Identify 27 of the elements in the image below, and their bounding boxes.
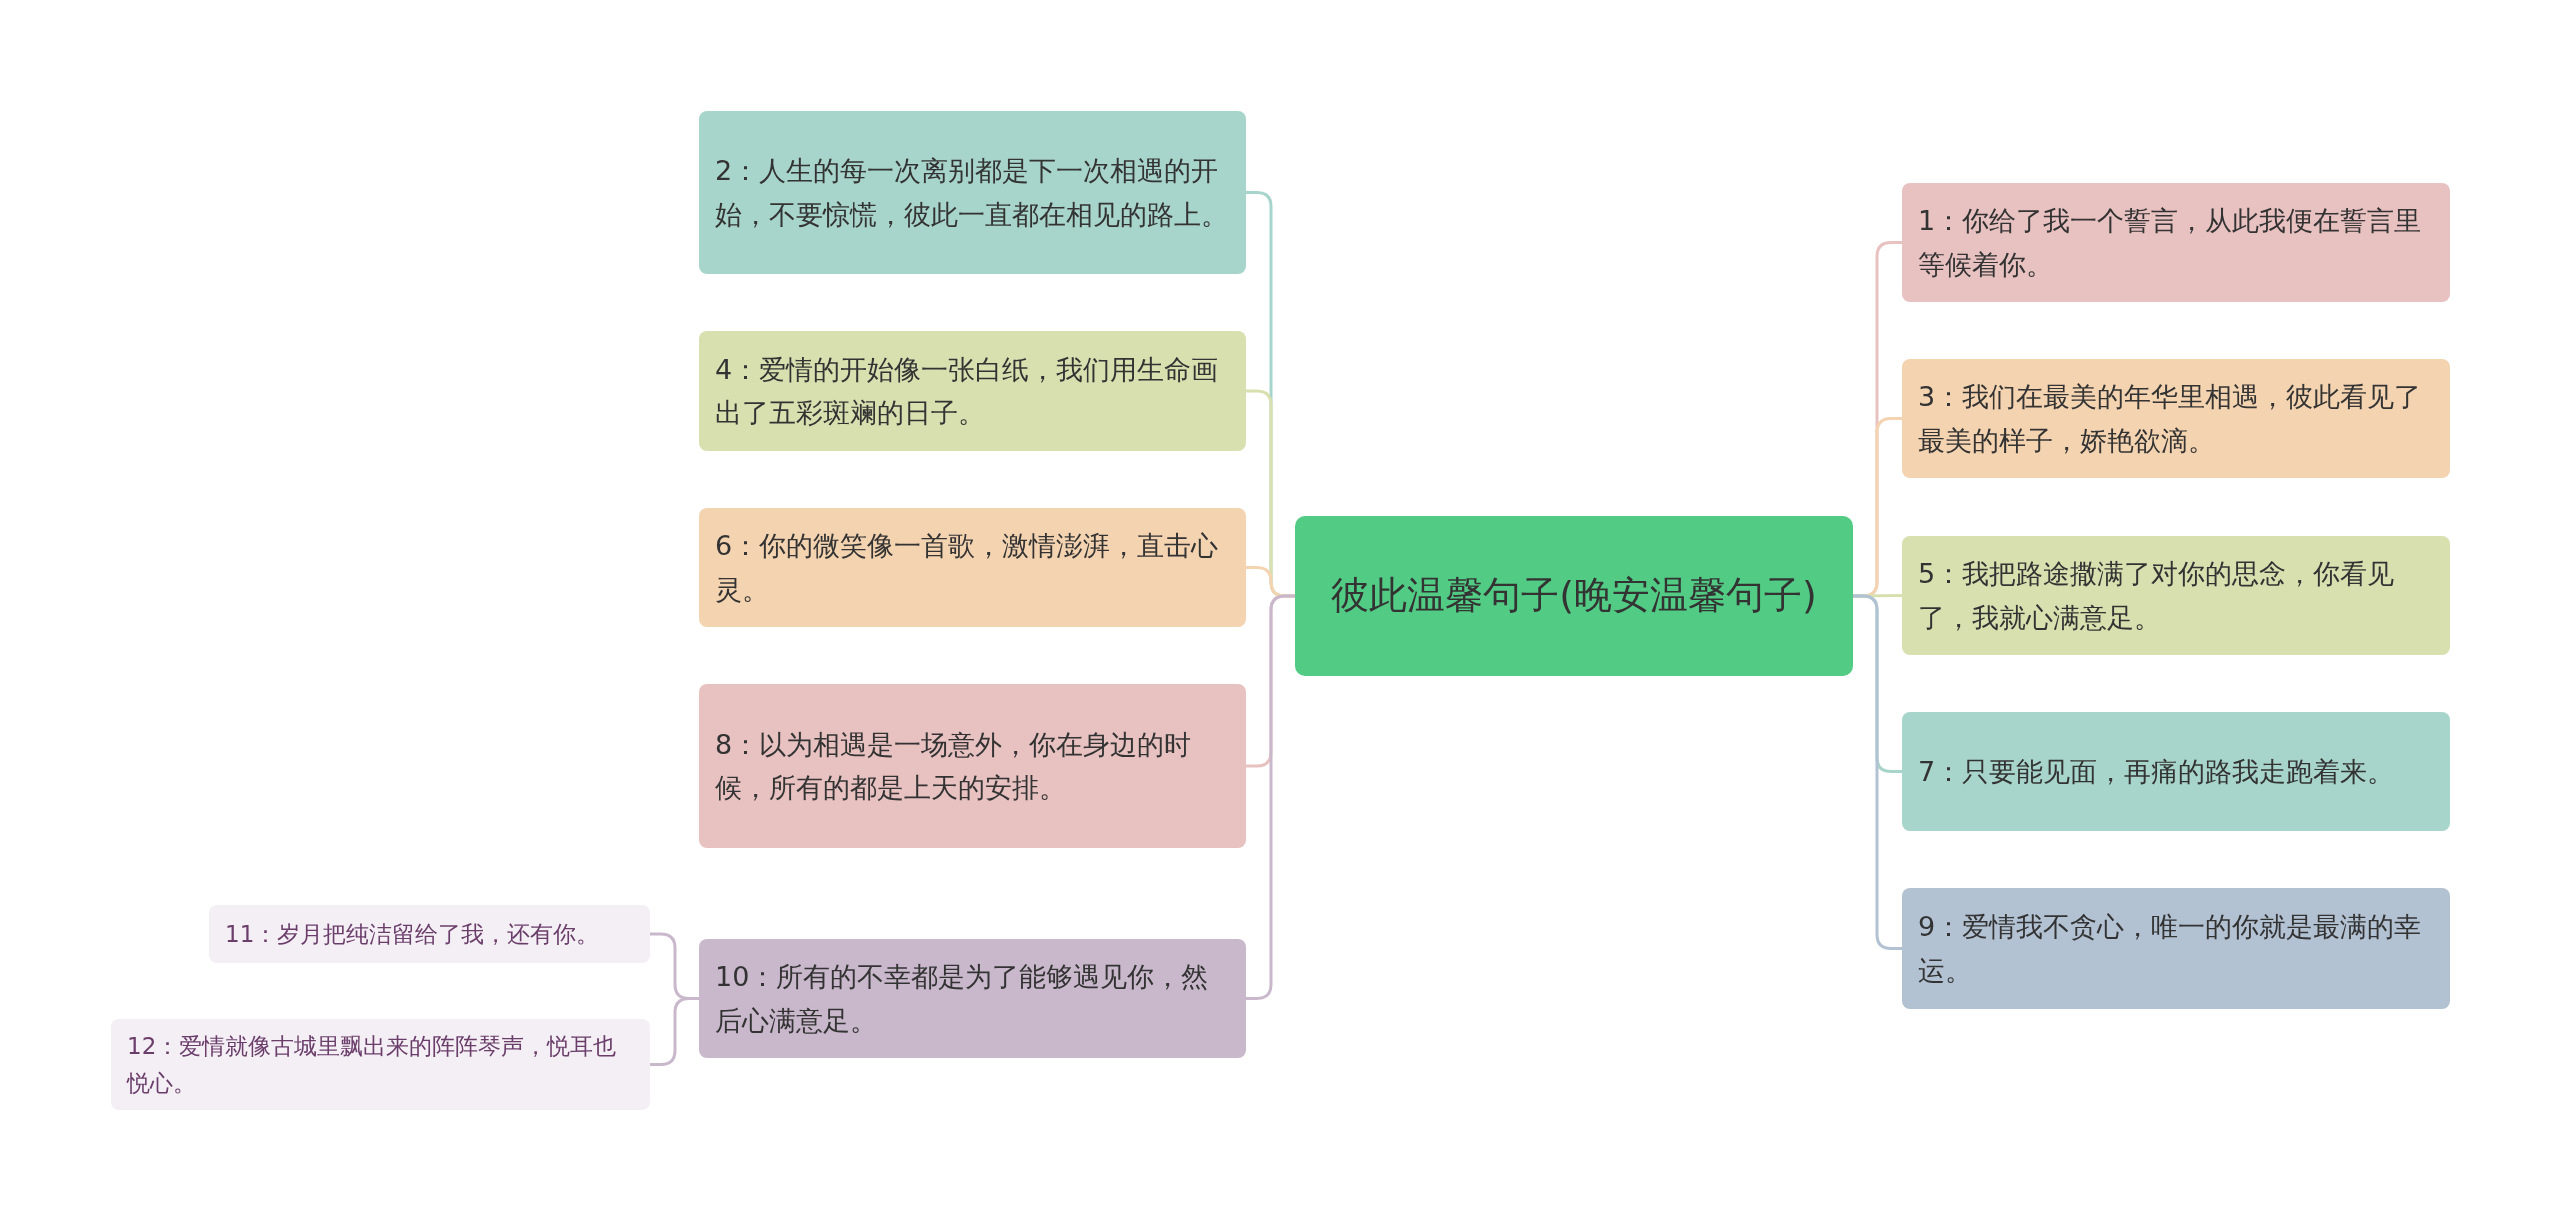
topic-text: 12：爱情就像古城里飘出来的阵阵琴声，悦耳也悦心。 [127, 1031, 618, 1098]
topic-text: 彼此温馨句子(晚安温馨句子) [1331, 572, 1817, 620]
topic-box [1902, 536, 2450, 655]
topic-box [699, 331, 1246, 451]
topic-box [699, 111, 1246, 274]
topic-box [1902, 359, 2450, 478]
topic-text: 4：爱情的开始像一张白纸，我们用生命画出了五彩斑斓的日子。 [715, 352, 1220, 430]
topic-box [1902, 183, 2450, 302]
topic-box [1902, 712, 2450, 831]
topic-box [699, 684, 1246, 848]
topic-text: 8：以为相遇是一场意外，你在身边的时候，所有的都是上天的安排。 [715, 727, 1193, 805]
connector-line [1853, 594, 1902, 950]
topic-text: 10：所有的不幸都是为了能够遇见你，然后心满意足。 [715, 960, 1210, 1038]
topic-text: 11：岁月把纯洁留给了我，还有你。 [225, 919, 600, 949]
topic-text: 7：只要能见面，再痛的路我走跑着来。 [1918, 754, 2395, 789]
topic-text: 2：人生的每一次离别都是下一次相遇的开始，不要惊慌，彼此一直都在相见的路上。 [715, 154, 1229, 232]
topic-text: 5：我把路途撒满了对你的思念，你看见了，我就心满意足。 [1918, 557, 2396, 635]
subtopic-box [111, 1019, 650, 1110]
topic-box [699, 939, 1246, 1058]
topic-box [699, 508, 1246, 627]
subtopic-box [209, 905, 650, 963]
central-topic [1295, 516, 1853, 676]
topic-box [1902, 888, 2450, 1009]
topic-text: 6：你的微笑像一首歌，激情澎湃，直击心灵。 [715, 529, 1220, 607]
topic-text: 3：我们在最美的年华里相遇，彼此看见了最美的样子，娇艳欲滴。 [1918, 380, 2423, 458]
topic-text: 1：你给了我一个誓言，从此我便在誓言里等候着你。 [1918, 204, 2423, 282]
topic-text: 9：爱情我不贪心，唯一的你就是最满的幸运。 [1918, 910, 2423, 988]
